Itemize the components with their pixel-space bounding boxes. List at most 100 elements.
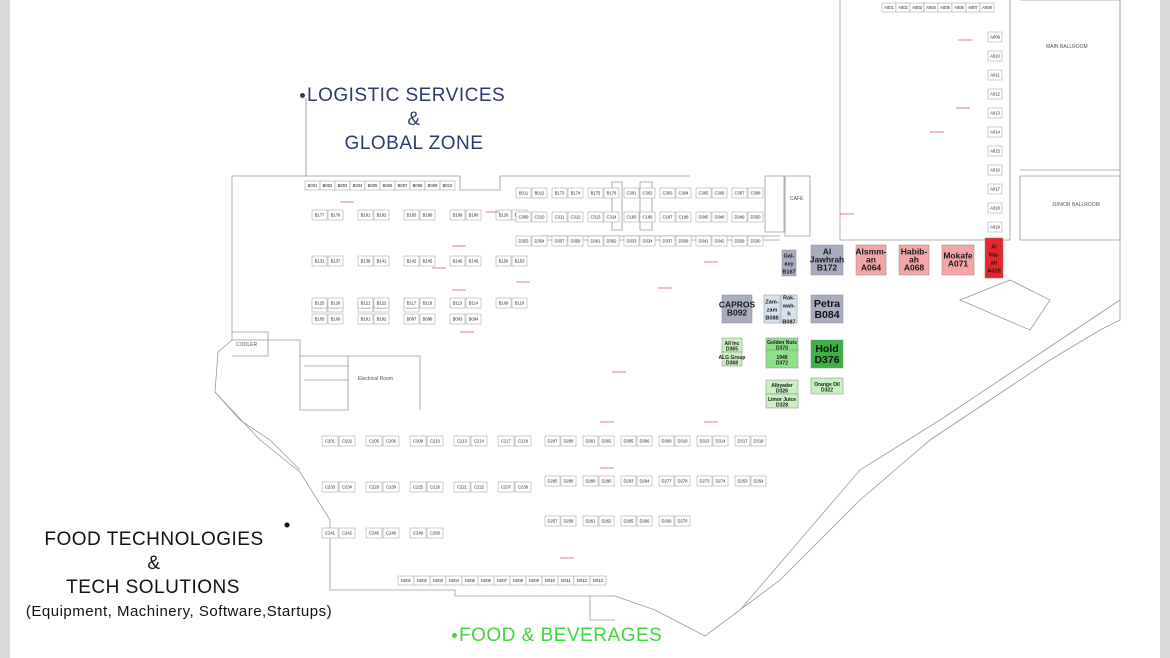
booth[interactable]: B105 (311, 313, 328, 325)
booth[interactable]: D293 (620, 475, 637, 487)
booth[interactable]: D309 (658, 435, 675, 447)
booth[interactable]: D330 (747, 235, 764, 247)
booth[interactable]: C188 (675, 211, 692, 223)
booth[interactable]: C238 (514, 481, 532, 493)
booth[interactable]: B138 (357, 255, 374, 267)
booth[interactable]: B153 (511, 255, 528, 267)
booth[interactable]: D357 (551, 235, 568, 247)
booth[interactable]: B102 (373, 313, 390, 325)
booth[interactable]: C229 (365, 481, 383, 493)
booth[interactable]: C306 (711, 187, 728, 199)
booth[interactable]: A013 (987, 107, 1003, 119)
booth[interactable]: D302 (598, 435, 615, 447)
booth[interactable]: C312 (567, 211, 584, 223)
booth[interactable]: B113 (449, 297, 466, 309)
booth[interactable]: C250 (426, 527, 444, 539)
booth[interactable]: C242 (338, 527, 356, 539)
booth[interactable]: D329 (731, 235, 748, 247)
booth[interactable]: D273 (696, 475, 713, 487)
booth[interactable]: D338 (675, 235, 692, 247)
booth[interactable]: D349 (731, 211, 748, 223)
booth[interactable]: C305 (695, 187, 712, 199)
booth[interactable]: D010 (541, 575, 559, 586)
booth[interactable]: D353 (515, 235, 532, 247)
booth[interactable]: D314 (712, 435, 729, 447)
booth[interactable]: C222 (470, 481, 488, 493)
booth[interactable]: A012 (987, 88, 1003, 100)
booth[interactable]: D253 (734, 475, 751, 487)
booth[interactable]: C304 (675, 187, 692, 199)
booth[interactable]: D313 (696, 435, 713, 447)
booth[interactable]: D337 (659, 235, 676, 247)
booth[interactable]: C241 (321, 527, 339, 539)
booth[interactable]: B149 (465, 255, 482, 267)
booth[interactable]: C201 (321, 435, 339, 447)
booth[interactable]: D305 (620, 435, 637, 447)
booth[interactable]: B146 (449, 255, 466, 267)
booth[interactable]: D290 (598, 475, 615, 487)
booth[interactable]: B110 (511, 297, 528, 309)
booth[interactable]: C226 (426, 481, 444, 493)
booth[interactable]: D012 (573, 575, 591, 586)
booth[interactable]: D294 (636, 475, 653, 487)
booth[interactable]: B150 (495, 255, 512, 267)
booth[interactable]: B126 (495, 209, 512, 221)
booth[interactable]: D007 (493, 575, 511, 586)
booth[interactable]: A002 (895, 2, 911, 13)
booth[interactable]: A017 (987, 183, 1003, 195)
booth[interactable]: A014 (987, 126, 1003, 138)
booth[interactable]: D257 (544, 515, 561, 527)
booth[interactable]: B145 (419, 255, 436, 267)
booth[interactable]: C233 (321, 481, 339, 493)
booth[interactable]: B106 (327, 313, 344, 325)
booth[interactable]: D297 (544, 435, 561, 447)
booth[interactable]: D286 (560, 475, 577, 487)
booth[interactable]: B005 (364, 180, 381, 191)
booth[interactable]: B010 (439, 180, 456, 191)
booth[interactable]: A010 (987, 50, 1003, 62)
booth[interactable]: C309 (515, 211, 532, 223)
booth[interactable]: D266 (636, 515, 653, 527)
booth[interactable]: C237 (497, 481, 515, 493)
booth[interactable]: C249 (409, 527, 427, 539)
booth[interactable]: D362 (603, 235, 620, 247)
booth[interactable]: B189 (449, 209, 466, 221)
booth[interactable]: A003 (909, 2, 925, 13)
booth[interactable]: C301 (623, 187, 640, 199)
booth[interactable]: C313 (587, 211, 604, 223)
booth[interactable]: A011 (987, 69, 1003, 81)
booth[interactable]: D298 (560, 435, 577, 447)
booth[interactable]: C183 (623, 211, 640, 223)
booth[interactable]: B114 (465, 297, 482, 309)
booth[interactable]: A005 (937, 2, 953, 13)
booth[interactable]: D002 (413, 575, 431, 586)
booth[interactable]: D306 (636, 435, 653, 447)
booth[interactable]: D009 (525, 575, 543, 586)
booth[interactable]: C310 (531, 211, 548, 223)
booth[interactable]: B118 (419, 297, 436, 309)
booth[interactable]: B098 (419, 313, 436, 325)
booth[interactable]: B002 (319, 180, 336, 191)
booth[interactable]: D285 (544, 475, 561, 487)
booth[interactable]: D358 (567, 235, 584, 247)
booth[interactable]: C210 (426, 435, 444, 447)
booth[interactable]: D270 (674, 515, 691, 527)
booth[interactable]: B097 (403, 313, 420, 325)
booth[interactable]: A018 (987, 202, 1003, 214)
booth[interactable]: C202 (338, 435, 356, 447)
booth[interactable]: D258 (560, 515, 577, 527)
booth[interactable]: D278 (674, 475, 691, 487)
booth[interactable]: D318 (750, 435, 767, 447)
booth[interactable]: A015 (987, 145, 1003, 157)
booth[interactable]: B117 (403, 297, 420, 309)
booth[interactable]: B176 (327, 209, 344, 221)
booth[interactable]: B128 (327, 297, 344, 309)
booth[interactable]: D005 (461, 575, 479, 586)
booth[interactable]: C225 (409, 481, 427, 493)
